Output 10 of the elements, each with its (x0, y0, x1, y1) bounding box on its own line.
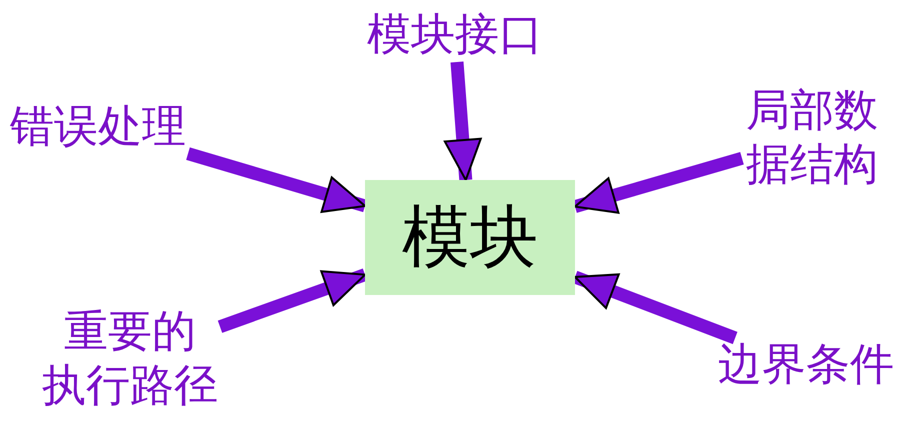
arrow (186, 147, 367, 213)
module-box: 模块 (365, 180, 575, 295)
arrow (444, 62, 482, 181)
node-label: 模块接口 (365, 8, 545, 62)
arrow (573, 152, 744, 214)
node-label: 错误处理 (8, 100, 188, 154)
node-label: 重要的执行路径 (40, 305, 220, 413)
arrow (218, 268, 368, 333)
node-label: 局部数据结构 (742, 84, 882, 192)
node-label: 边界条件 (716, 338, 896, 392)
